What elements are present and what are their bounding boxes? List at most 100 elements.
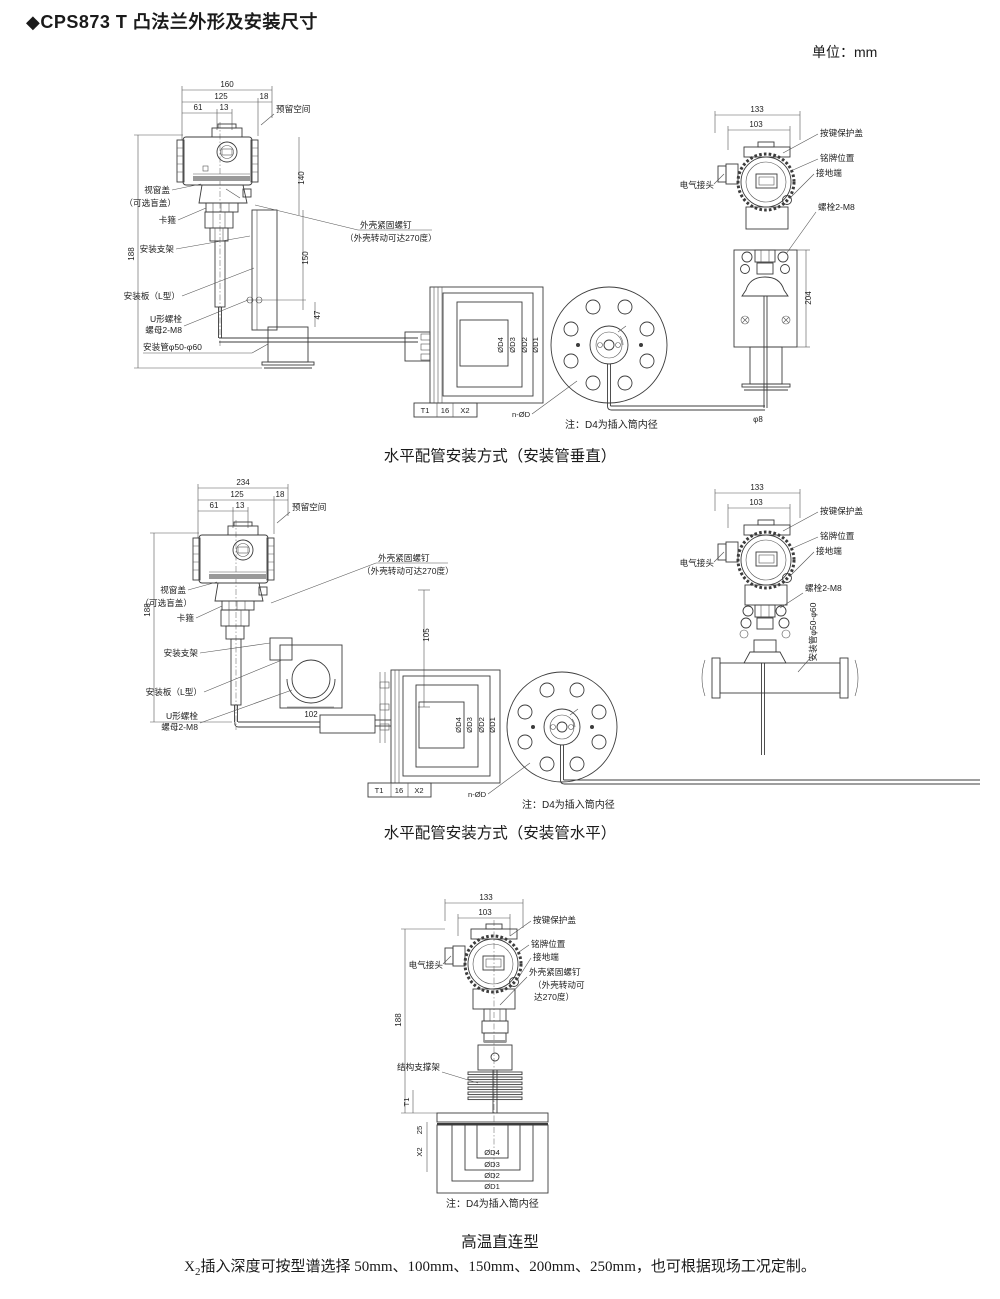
label-key-cover-3: 按键保护盖: [533, 914, 576, 925]
label-nameplate-3: 铭牌位置: [531, 938, 566, 949]
label-ubolt-2: U形螺栓: [166, 710, 198, 721]
caption-vertical-pipe: 水平配管安装方式（安装管垂直）: [383, 448, 617, 465]
dim-od3-2: ØD3: [465, 717, 474, 733]
dim-od1: ØD1: [531, 337, 540, 353]
dim-phi8: φ8: [753, 415, 763, 424]
page-title: ◆CPS873 T 凸法兰外形及安装尺寸: [26, 12, 318, 32]
d2-flange-face: [506, 671, 980, 785]
label-ground-2: 接地端: [816, 545, 842, 556]
d3-transmitter: 133 103 电气接头 按键保护盖 铭牌位置 接地端 外壳紧固螺钉 （外壳转动…: [394, 893, 585, 1180]
label-housing-screw-note-3b: 达270度）: [534, 991, 574, 1002]
dim-188c: 188: [394, 1013, 403, 1027]
dim-18: 18: [260, 92, 269, 101]
label-plate-l: 安装板（L型）: [124, 290, 180, 301]
d2-side-view: 133 103 电气接头 按键保护盖 铭牌位置 接地端 螺栓2-M8 安装管φ5…: [680, 483, 863, 755]
label-ground: 接地端: [816, 167, 842, 178]
d1-flange-face: [550, 286, 765, 411]
label-ubolt-nut-2: 螺母2-M8: [161, 722, 198, 732]
label-clamp-2: 卡箍: [177, 612, 195, 623]
label-key-cover-2: 按键保护盖: [820, 505, 863, 516]
label-housing-screw-2: 外壳紧固螺钉: [378, 552, 430, 563]
d1-front-view: 160 125 18 61 13 预留空间 188 1: [124, 80, 437, 369]
dim-od4-3: ØD4: [484, 1148, 500, 1157]
dim-16: 16: [441, 406, 449, 415]
dim-od1-3: ØD1: [484, 1182, 500, 1191]
label-housing-screw-note: （外壳转动可达270度）: [345, 232, 437, 243]
diagram-high-temp-direct: 133 103 电气接头 按键保护盖 铭牌位置 接地端 外壳紧固螺钉 （外壳转动…: [394, 893, 585, 1210]
dim-204: 204: [804, 291, 813, 305]
d1-flange-section: ØD4 ØD3 ØD2 ØD1 T1 16 X2 n-ØD 注：D4为插入筒内径: [404, 286, 658, 431]
dim-13: 13: [220, 103, 229, 112]
dim-47: 47: [313, 310, 322, 319]
label-pipe-range-2: 安装管φ50-φ60: [807, 602, 818, 661]
dim-od4-2: ØD4: [454, 717, 463, 733]
label-window-cover: 视窗盖: [144, 184, 170, 195]
label-key-cover: 按键保护盖: [820, 127, 863, 138]
label-clamp: 卡箍: [159, 214, 177, 225]
label-bolt-2m8-2: 螺栓2-M8: [805, 582, 842, 593]
d2-flange-section: ØD4 ØD3 ØD2 ØD1 T1 16 X2 n-ØD 注：D4为插入筒内径: [367, 669, 615, 811]
dim-od3: ØD3: [508, 337, 517, 353]
dim-n-od: n-ØD: [512, 410, 531, 419]
dim-133b: 133: [750, 483, 764, 492]
label-ubolt: U形螺栓: [150, 313, 182, 324]
label-support: 结构支撑架: [397, 1061, 440, 1072]
dim-125: 125: [214, 92, 228, 101]
label-elec-conn: 电气接头: [680, 179, 715, 190]
dim-103b: 103: [749, 498, 763, 507]
dim-102: 102: [304, 710, 318, 719]
dim-133c: 133: [479, 893, 493, 902]
note-d4-3: 注：D4为插入筒内径: [446, 1197, 539, 1210]
dim-160: 160: [220, 80, 234, 89]
note-d4: 注：D4为插入筒内径: [565, 418, 658, 431]
dim-61: 61: [194, 103, 203, 112]
dim-od2: ØD2: [520, 337, 529, 353]
label-housing-screw-note-3a: （外壳转动可: [533, 979, 585, 990]
dim-18b: 18: [276, 490, 285, 499]
dim-125b: 125: [230, 490, 244, 499]
dim-x2-3: X2: [415, 1147, 424, 1156]
dim-od4: ØD4: [496, 337, 505, 353]
footnote-text: 插入深度可按型谱选择 50mm、100mm、150mm、200mm、250mm，…: [200, 1259, 816, 1275]
diagram-horizontal-piping-vertical-pipe: 160 125 18 61 13 预留空间 188 1: [124, 80, 864, 431]
dim-105: 105: [422, 628, 431, 642]
dim-t1-3: T1: [402, 1098, 411, 1107]
dim-od2-3: ØD2: [484, 1171, 500, 1180]
dim-103: 103: [749, 120, 763, 129]
dim-61b: 61: [210, 501, 219, 510]
label-reserved-space-2: 预留空间: [292, 501, 326, 512]
label-housing-screw-3: 外壳紧固螺钉: [529, 966, 581, 977]
label-pipe-range: 安装管φ50-φ60: [143, 341, 202, 352]
dim-t1-2: T1: [375, 786, 384, 795]
label-housing-screw: 外壳紧固螺钉: [360, 219, 412, 230]
dim-103c: 103: [478, 908, 492, 917]
label-window-cover-2: 视窗盖: [160, 584, 186, 595]
label-bracket-2: 安装支架: [164, 647, 199, 658]
dim-13b: 13: [236, 501, 245, 510]
label-nameplate: 铭牌位置: [820, 152, 855, 163]
unit-label: 单位：mm: [812, 44, 878, 60]
label-window-optional-2: （可选盲盖）: [140, 597, 192, 608]
dim-150: 150: [301, 251, 310, 265]
dim-od1-2: ØD1: [488, 717, 497, 733]
dim-140: 140: [297, 171, 306, 185]
label-ground-3: 接地端: [533, 951, 559, 962]
caption-high-temp: 高温直连型: [461, 1234, 539, 1251]
d2-front-view: 234 125 18 61 13 预留空间 102 188: [140, 478, 454, 734]
dim-188b: 188: [143, 603, 152, 617]
dim-234: 234: [236, 478, 250, 487]
label-bolt-2m8: 螺栓2-M8: [818, 201, 855, 212]
dim-16-2: 16: [395, 786, 403, 795]
dim-x2: X2: [460, 406, 469, 415]
dim-25: 25: [415, 1126, 424, 1134]
label-window-optional: （可选盲盖）: [124, 197, 176, 208]
footnote: X2插入深度可按型谱选择 50mm、100mm、150mm、200mm、250m…: [0, 1255, 1000, 1278]
label-bracket: 安装支架: [140, 243, 175, 254]
dim-x2-2: X2: [414, 786, 423, 795]
d1-side-view: 133 103 204 φ8 电气接头 按键保护盖 铭牌位置 接地端 螺栓2-M…: [680, 105, 864, 424]
label-elec-conn-3: 电气接头: [409, 959, 444, 970]
diagram-horizontal-piping-horizontal-pipe: 234 125 18 61 13 预留空间 102 188: [140, 478, 980, 811]
dim-od3-3: ØD3: [484, 1160, 500, 1169]
label-nameplate-2: 铭牌位置: [820, 530, 855, 541]
